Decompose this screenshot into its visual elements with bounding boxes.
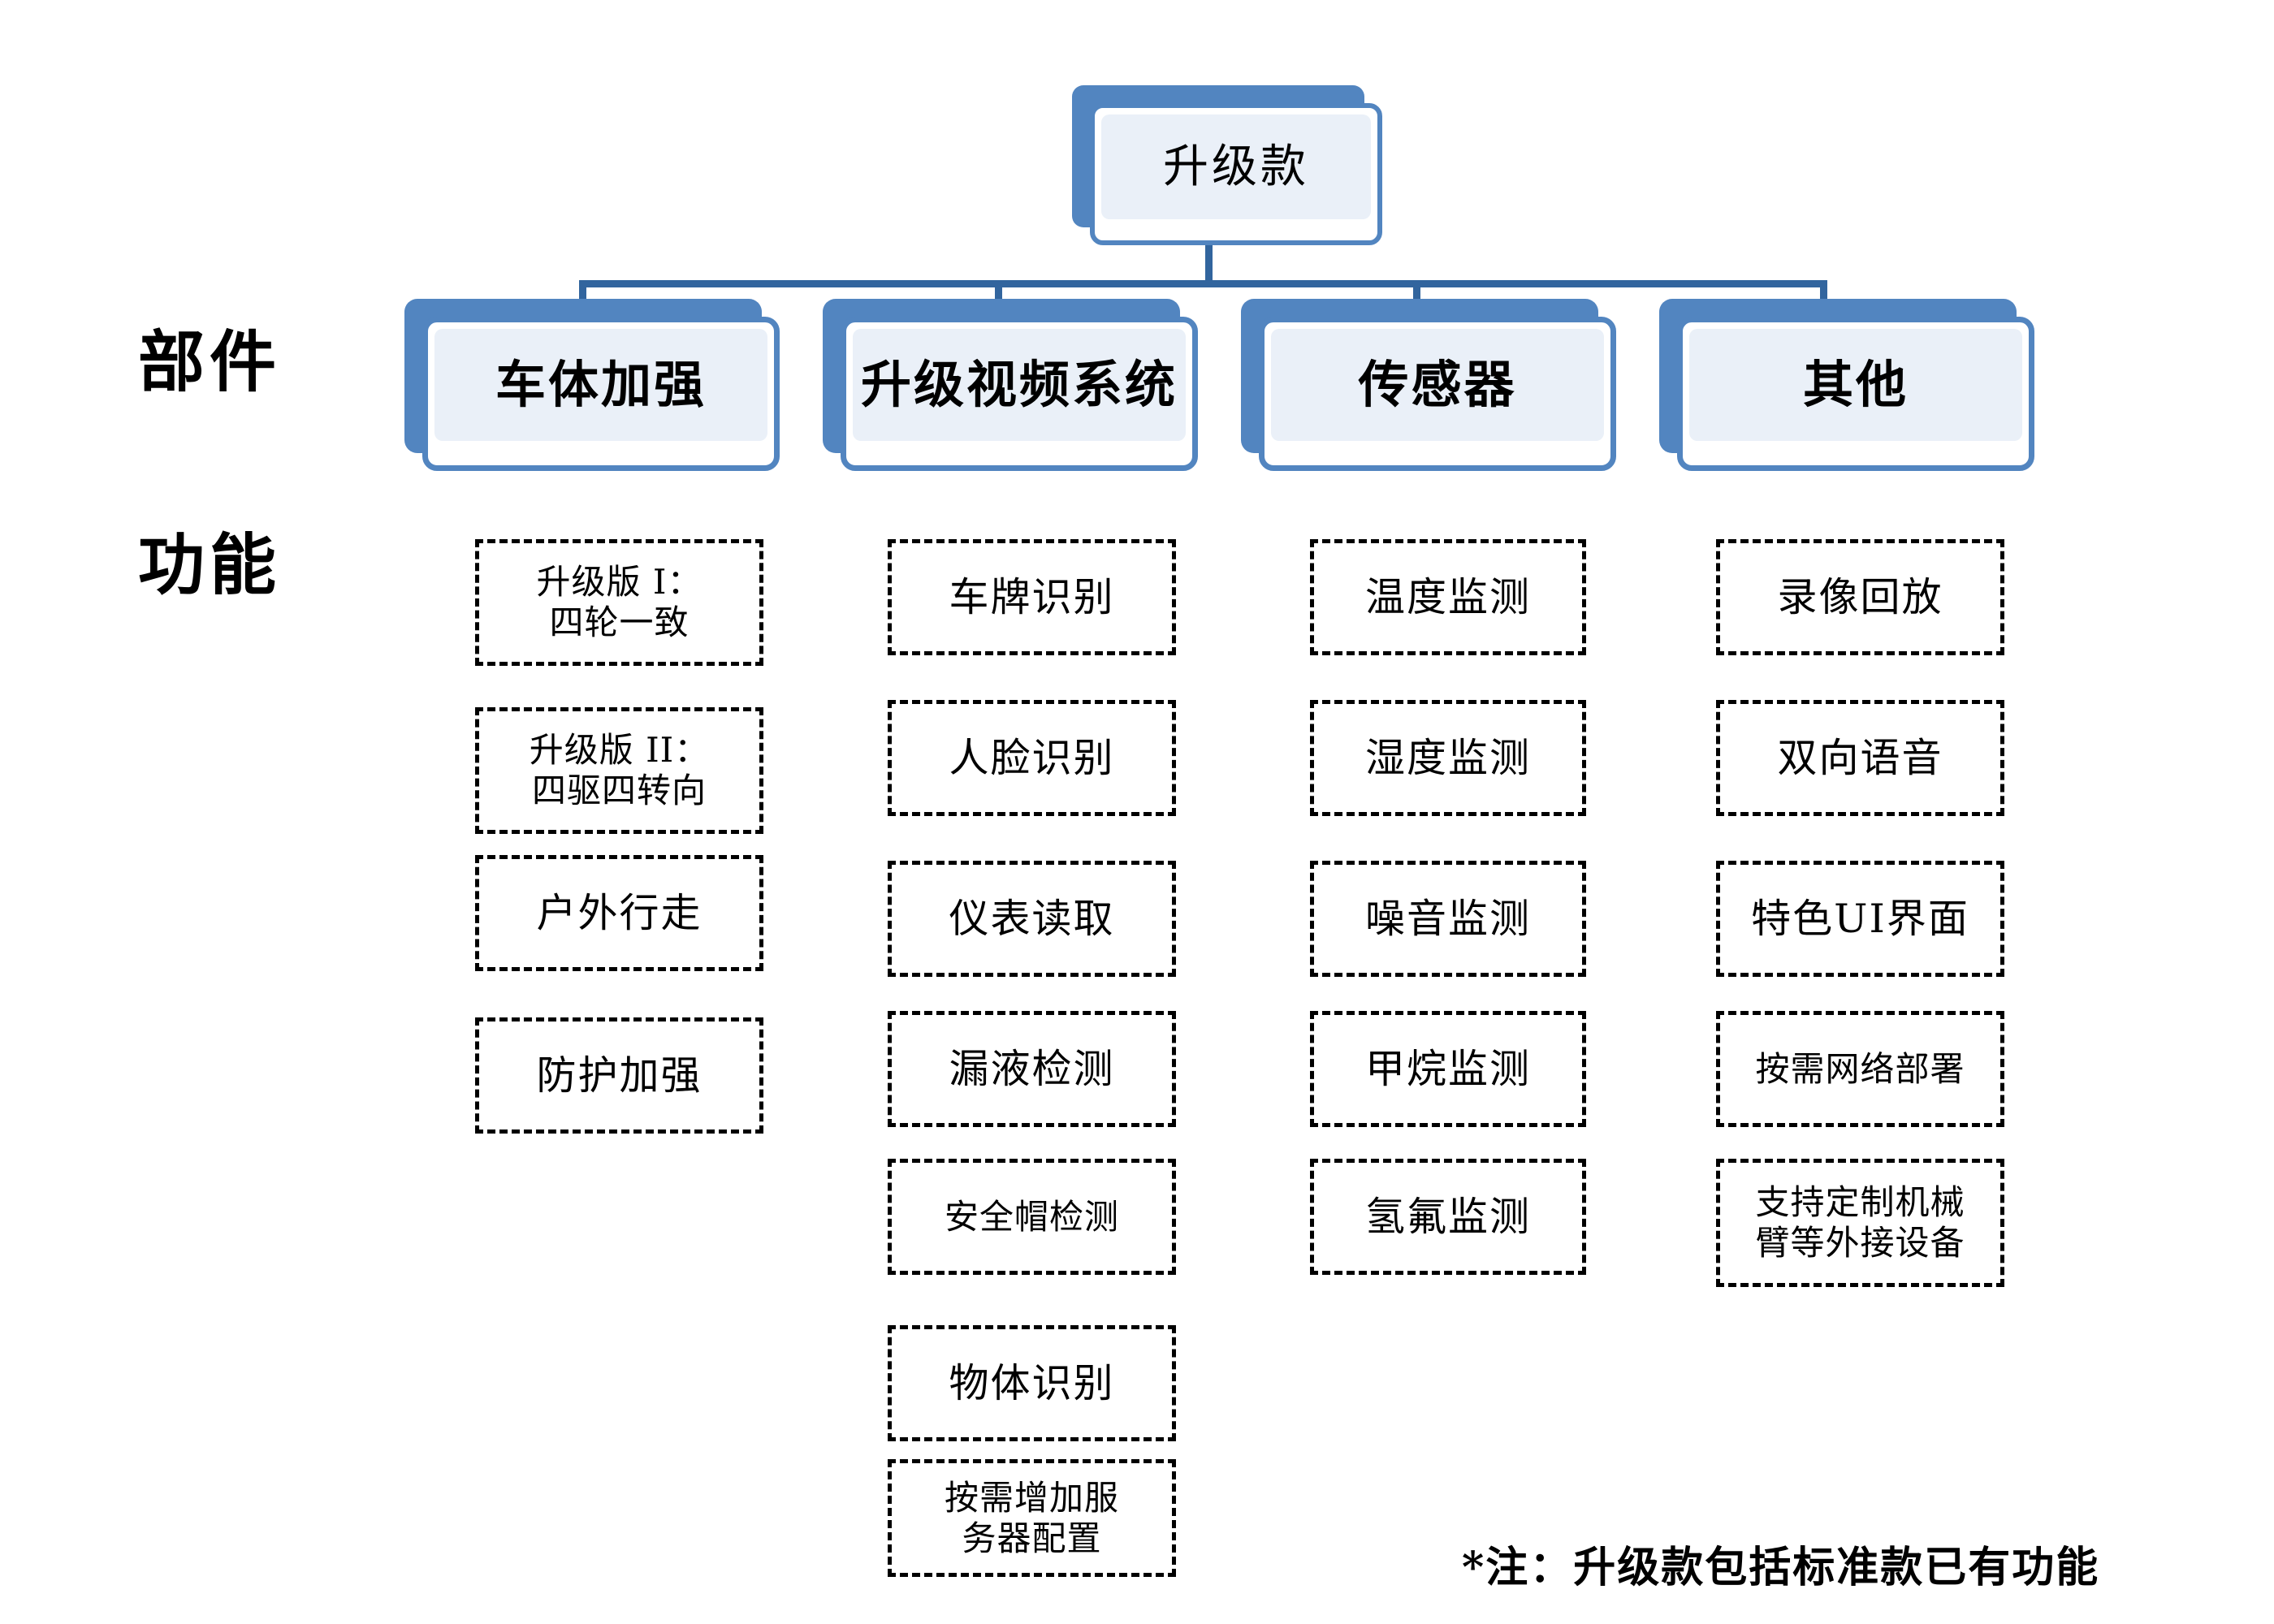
function-chip[interactable]: 物体识别 — [888, 1325, 1176, 1441]
function-chip[interactable]: 安全帽检测 — [888, 1159, 1176, 1275]
row-label-components: 部件 — [138, 323, 282, 401]
function-chip[interactable]: 人脸识别 — [888, 700, 1176, 816]
function-chip-label: 噪音监测 — [1364, 895, 1531, 942]
function-chip-label: 物体识别 — [949, 1359, 1115, 1406]
function-chip[interactable]: 按需网络部署 — [1716, 1011, 2004, 1127]
function-chip[interactable]: 录像回放 — [1716, 539, 2004, 655]
function-chip[interactable]: 特色UI界面 — [1716, 861, 2004, 977]
function-chip-label: 特色UI界面 — [1751, 895, 1969, 942]
node-card: 其他 — [1677, 317, 2034, 471]
node-body-reinforcement[interactable]: 车体加强 — [404, 299, 780, 471]
function-chip[interactable]: 氢氟监测 — [1310, 1159, 1586, 1275]
function-chip-label: 按需网络部署 — [1755, 1048, 1965, 1089]
node-label: 升级视频系统 — [860, 355, 1178, 414]
connector-horizontal-bus — [579, 280, 1827, 287]
function-chip-label: 升级版 I： 四轮一致 — [536, 562, 703, 642]
function-chip[interactable]: 温度监测 — [1310, 539, 1586, 655]
node-inner-fill: 升级视频系统 — [853, 329, 1186, 441]
function-chip[interactable]: 双向语音 — [1716, 700, 2004, 816]
function-chip[interactable]: 按需增加服 务器配置 — [888, 1459, 1176, 1577]
function-chip[interactable]: 噪音监测 — [1310, 861, 1586, 977]
function-chip[interactable]: 支持定制机械 臂等外接设备 — [1716, 1159, 2004, 1287]
row-label-functions: 功能 — [138, 526, 282, 604]
function-chip-label: 支持定制机械 臂等外接设备 — [1755, 1182, 1965, 1263]
node-card: 升级视频系统 — [841, 317, 1198, 471]
node-root-inner-fill: 升级款 — [1101, 114, 1371, 219]
node-inner-fill: 传感器 — [1271, 329, 1604, 441]
function-chip[interactable]: 防护加强 — [475, 1017, 763, 1134]
function-chip-label: 录像回放 — [1777, 573, 1943, 620]
function-chip-label: 安全帽检测 — [944, 1196, 1119, 1237]
node-inner-fill: 车体加强 — [434, 329, 767, 441]
function-chip-label: 人脸识别 — [949, 734, 1115, 781]
function-chip-label: 氢氟监测 — [1364, 1193, 1531, 1240]
node-sensors[interactable]: 传感器 — [1241, 299, 1616, 471]
node-inner-fill: 其他 — [1689, 329, 2022, 441]
node-label: 车体加强 — [495, 355, 707, 414]
function-chip[interactable]: 车牌识别 — [888, 539, 1176, 655]
function-chip-label: 车牌识别 — [949, 573, 1115, 620]
connector-root-stem — [1205, 235, 1213, 286]
function-chip[interactable]: 湿度监测 — [1310, 700, 1586, 816]
function-chip[interactable]: 漏液检测 — [888, 1011, 1176, 1127]
function-chip-label: 按需增加服 务器配置 — [944, 1477, 1119, 1558]
function-chip-label: 甲烷监测 — [1364, 1045, 1531, 1092]
node-card: 传感器 — [1259, 317, 1616, 471]
function-chip[interactable]: 户外行走 — [475, 855, 763, 971]
function-chip[interactable]: 仪表读取 — [888, 861, 1176, 977]
function-chip-label: 温度监测 — [1364, 573, 1531, 620]
function-chip-label: 仪表读取 — [949, 895, 1115, 942]
node-root[interactable]: 升级款 — [1072, 85, 1382, 245]
function-chip-label: 漏液检测 — [949, 1045, 1115, 1092]
function-chip[interactable]: 升级版 II： 四驱四转向 — [475, 707, 763, 834]
function-chip-label: 湿度监测 — [1364, 734, 1531, 781]
node-card: 车体加强 — [422, 317, 780, 471]
footnote-text: *注：升级款包括标准款已有功能 — [1462, 1543, 2100, 1592]
node-label: 传感器 — [1358, 355, 1517, 414]
function-chip-label: 防护加强 — [536, 1052, 703, 1099]
function-chip-label: 双向语音 — [1777, 734, 1943, 781]
node-label: 其他 — [1802, 355, 1909, 414]
node-others[interactable]: 其他 — [1659, 299, 2034, 471]
function-chip[interactable]: 甲烷监测 — [1310, 1011, 1586, 1127]
function-chip[interactable]: 升级版 I： 四轮一致 — [475, 539, 763, 666]
function-chip-label: 户外行走 — [536, 889, 703, 936]
node-upgraded-video-system[interactable]: 升级视频系统 — [823, 299, 1198, 471]
function-chip-label: 升级版 II： 四驱四转向 — [529, 730, 710, 810]
node-root-label: 升级款 — [1163, 140, 1309, 193]
node-root-card: 升级款 — [1090, 103, 1382, 245]
